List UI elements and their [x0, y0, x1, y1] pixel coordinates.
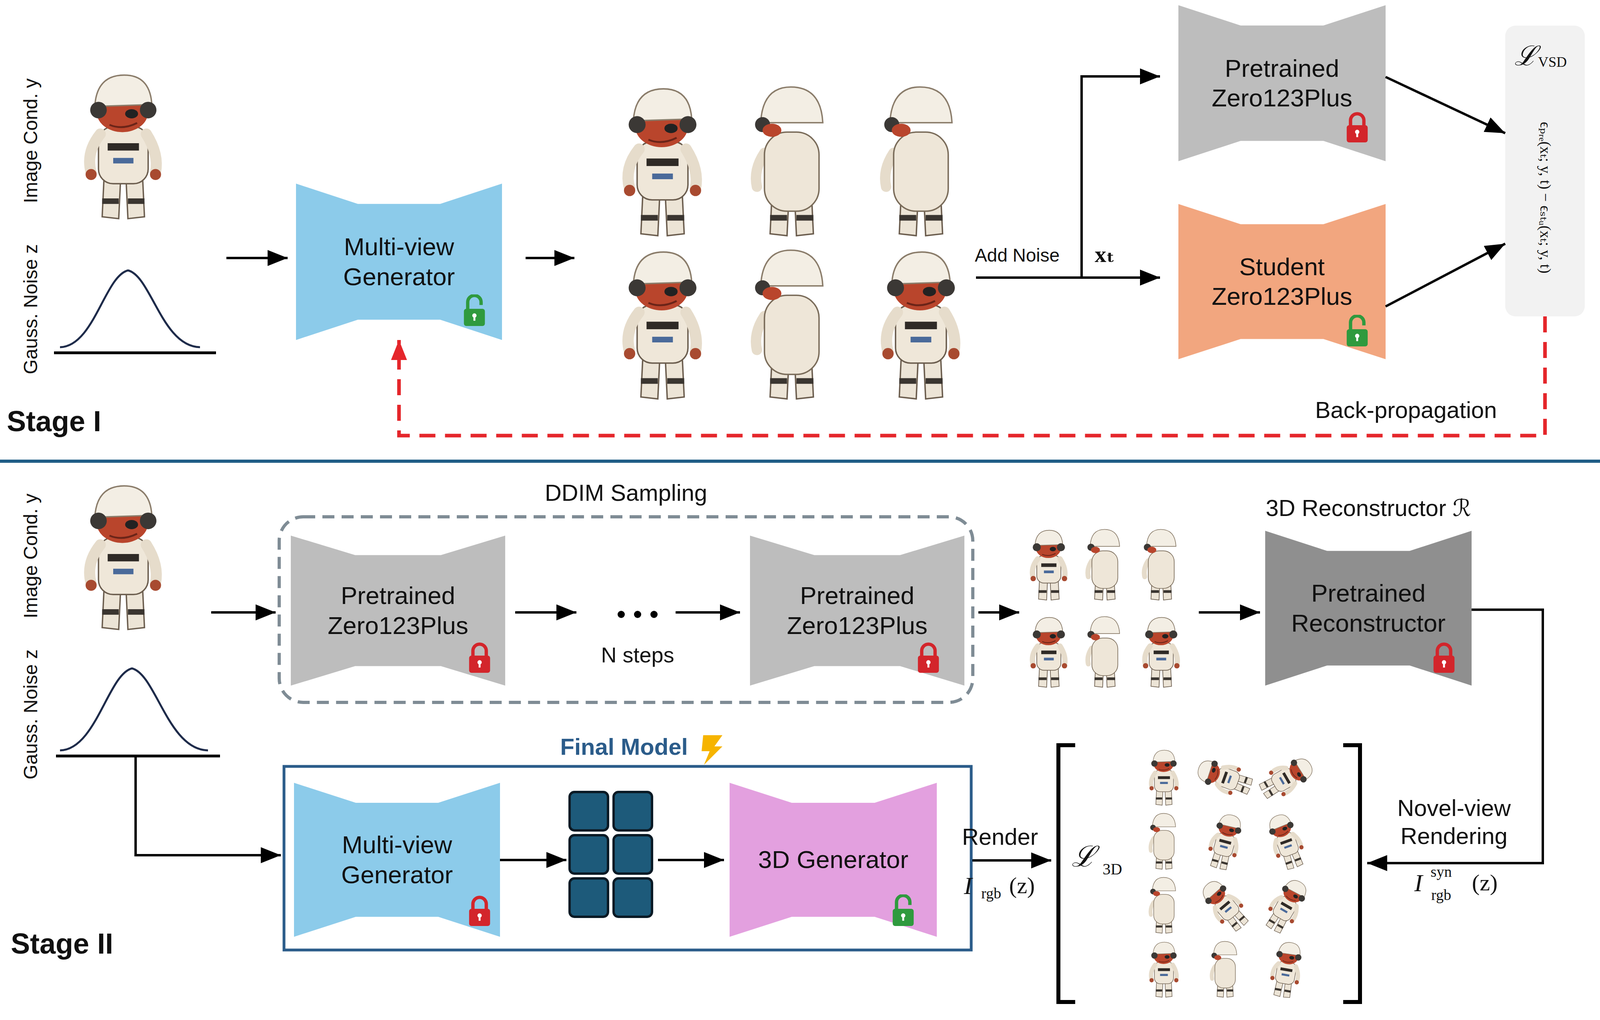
arrow-connector [1367, 609, 1543, 863]
loss-symbol: ℒ [1514, 41, 1538, 72]
axis-label: Gauss. Noise z [20, 244, 42, 374]
math-symbol: (z) [1009, 872, 1035, 899]
math-subscript: rgb [981, 885, 1002, 902]
rendered-views [1149, 750, 1318, 1000]
sampling-group: DDIM SamplingPretrained Zero123PlusPretr… [277, 515, 975, 704]
loss-subscript: 3D [1102, 860, 1123, 878]
arrow-connector [1385, 76, 1506, 134]
generator-network-outline [294, 782, 500, 937]
frozen-network-outline [1178, 5, 1386, 162]
edge-label: Render [962, 824, 1038, 850]
loss-box: ℒVSD ϵₚᵣₑ(xₜ; y, t) − ϵₛₜᵤ(xₜ; y, t) [1505, 25, 1585, 317]
loss-formula: ϵₚᵣₑ(xₜ; y, t) − ϵₛₜᵤ(xₜ; y, t) [1536, 121, 1554, 274]
final-model-group: Final ModelMulti-view Generator3D Genera… [282, 765, 973, 952]
network-name: Pretrained Zero123Plus [1188, 5, 1376, 162]
edge-label: Back-propagation [1315, 397, 1498, 423]
group-heading: DDIM Sampling [544, 480, 708, 506]
arrow-connector [1385, 243, 1506, 307]
student-network: Student Zero123Plus [1178, 204, 1386, 360]
stage-label: Stage II [10, 928, 114, 960]
network-name: Pretrained Zero123Plus [301, 535, 495, 686]
network-name: Multi-view Generator [304, 782, 490, 937]
ellipsis-dots [617, 610, 658, 618]
frozen-network-outline [750, 535, 965, 686]
step-label: Add Noise [974, 245, 1060, 266]
axis-label: Gauss. Noise z [20, 649, 42, 780]
stage-divider [0, 459, 1600, 463]
math-symbol: (z) [1472, 870, 1498, 896]
stage-label: Stage I [6, 405, 102, 438]
arrow-connector [972, 859, 1052, 862]
generator-network: Multi-view Generator [296, 183, 502, 340]
frozen-network: Pretrained Zero123Plus [1178, 5, 1386, 162]
loss-symbol: ℒ [1071, 841, 1096, 873]
input-image [85, 75, 162, 630]
multiview-images [624, 86, 960, 399]
reconstructor-network-outline [1265, 530, 1472, 686]
axis-label: Image Cond. y [20, 78, 42, 204]
generator-network: 3D Generator [729, 782, 937, 937]
network-name: 3D Generator [740, 782, 927, 937]
frozen-network-outline [290, 535, 506, 686]
lightning-icon [701, 735, 723, 765]
multiview-images [1030, 529, 1180, 688]
student-network-outline [1178, 204, 1386, 360]
loss-bracket-outline [1051, 742, 1368, 1006]
generator-network-outline [296, 183, 502, 340]
axis-label: Image Cond. y [20, 493, 42, 619]
loss-subscript: VSD [1538, 54, 1567, 71]
math-symbol: I [1414, 869, 1423, 897]
generator-network: Multi-view Generator [294, 782, 500, 937]
loss-bracket: ℒ 3D [1051, 742, 1368, 1006]
frozen-network: Pretrained Zero123Plus [750, 535, 965, 686]
math-superscript: syn [1430, 863, 1452, 881]
gradient-connector [399, 316, 1546, 436]
network-name: Pretrained Zero123Plus [760, 535, 954, 686]
network-name: Student Zero123Plus [1188, 204, 1376, 360]
edge-label: Novel-view Rendering [1380, 794, 1528, 850]
reconstructor-network: 3D Reconstructor ℛPretrained Reconstruct… [1265, 530, 1472, 686]
token-grid [569, 792, 652, 917]
math-subscript: rgb [1431, 886, 1452, 904]
math-symbol: I [964, 872, 973, 900]
network-name: Multi-view Generator [306, 183, 492, 340]
lock-icon [464, 113, 1455, 926]
math-symbol: xₜ [1094, 241, 1116, 268]
network-heading: 3D Reconstructor ℛ [1265, 495, 1472, 521]
step-label: N steps [600, 643, 674, 667]
frozen-network: Pretrained Zero123Plus [290, 535, 506, 686]
group-heading: Final Model [560, 734, 688, 760]
gaussian-curve [54, 270, 220, 756]
flow-arrow [135, 76, 1260, 860]
network-name: Pretrained Reconstructor [1275, 530, 1462, 686]
